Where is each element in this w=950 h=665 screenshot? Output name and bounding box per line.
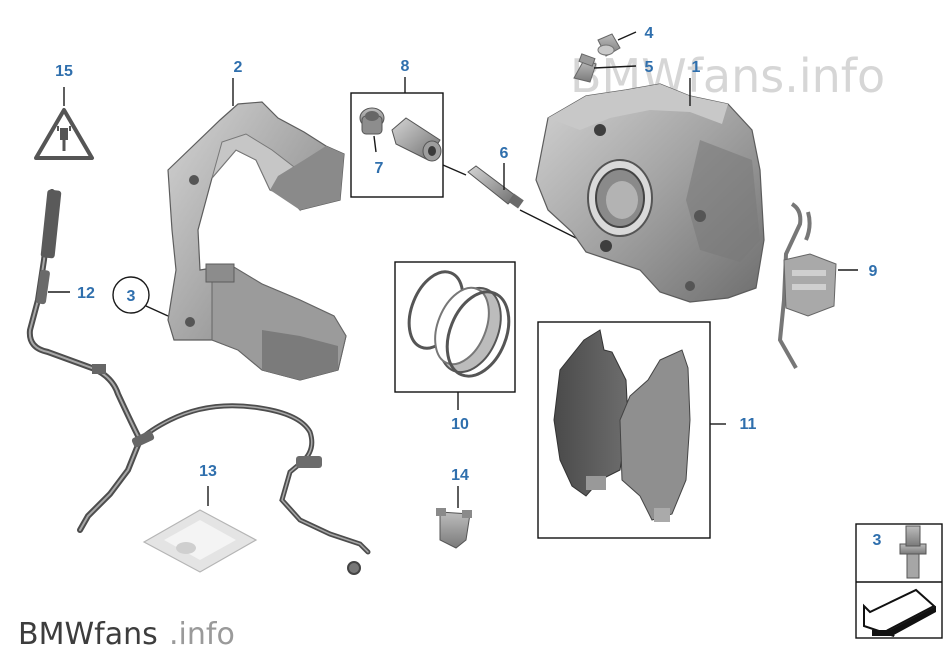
part-5-bleed-screw[interactable] [573,53,597,83]
callout-6: 6 [500,145,509,162]
part-2-caliper-carrier[interactable] [167,101,347,381]
callout-13: 13 [199,463,217,480]
part-4-bleed-cap[interactable] [597,33,621,57]
brake-pad-outer [619,349,691,522]
callout-12: 12 [77,285,95,302]
part-7-guide-sleeve-cap[interactable] [359,107,385,135]
callout-3: 3 [127,288,136,305]
part-6-guide-pin[interactable] [467,165,524,209]
callout-7: 7 [375,160,384,177]
direction-arrow-icon [863,588,936,637]
guide-sleeve [391,117,442,162]
brake-pad-inner [553,329,629,497]
part-13-grease-packet[interactable] [142,509,258,573]
watermark-bottom: BMWfans .info [18,617,235,652]
legend-box [855,523,943,639]
legend-callout-3: 3 [873,532,882,549]
svg-text:BMWfans: BMWfans [18,617,158,652]
callout-3-circle [112,276,169,317]
bolt-icon [899,525,927,579]
callout-1: 1 [692,59,701,76]
part-12-wear-sensor-cable[interactable] [26,189,371,575]
callout-4: 4 [645,25,654,42]
callout-11: 11 [740,416,757,433]
callout-8: 8 [401,58,410,75]
callout-9: 9 [869,263,878,280]
callout-5: 5 [645,59,654,76]
callout-14: 14 [451,467,469,484]
svg-text:.info: .info [169,617,235,652]
part-15-warning-triangle[interactable] [34,108,94,160]
part-14-sensor-clip[interactable] [436,508,472,549]
callout-2: 2 [234,59,243,76]
part-1-brake-caliper[interactable] [535,83,765,303]
piston-seal-ring [407,270,511,378]
callout-10: 10 [451,416,469,433]
part-9-anti-rattle-spring[interactable] [777,202,837,369]
callout-15: 15 [55,63,73,80]
